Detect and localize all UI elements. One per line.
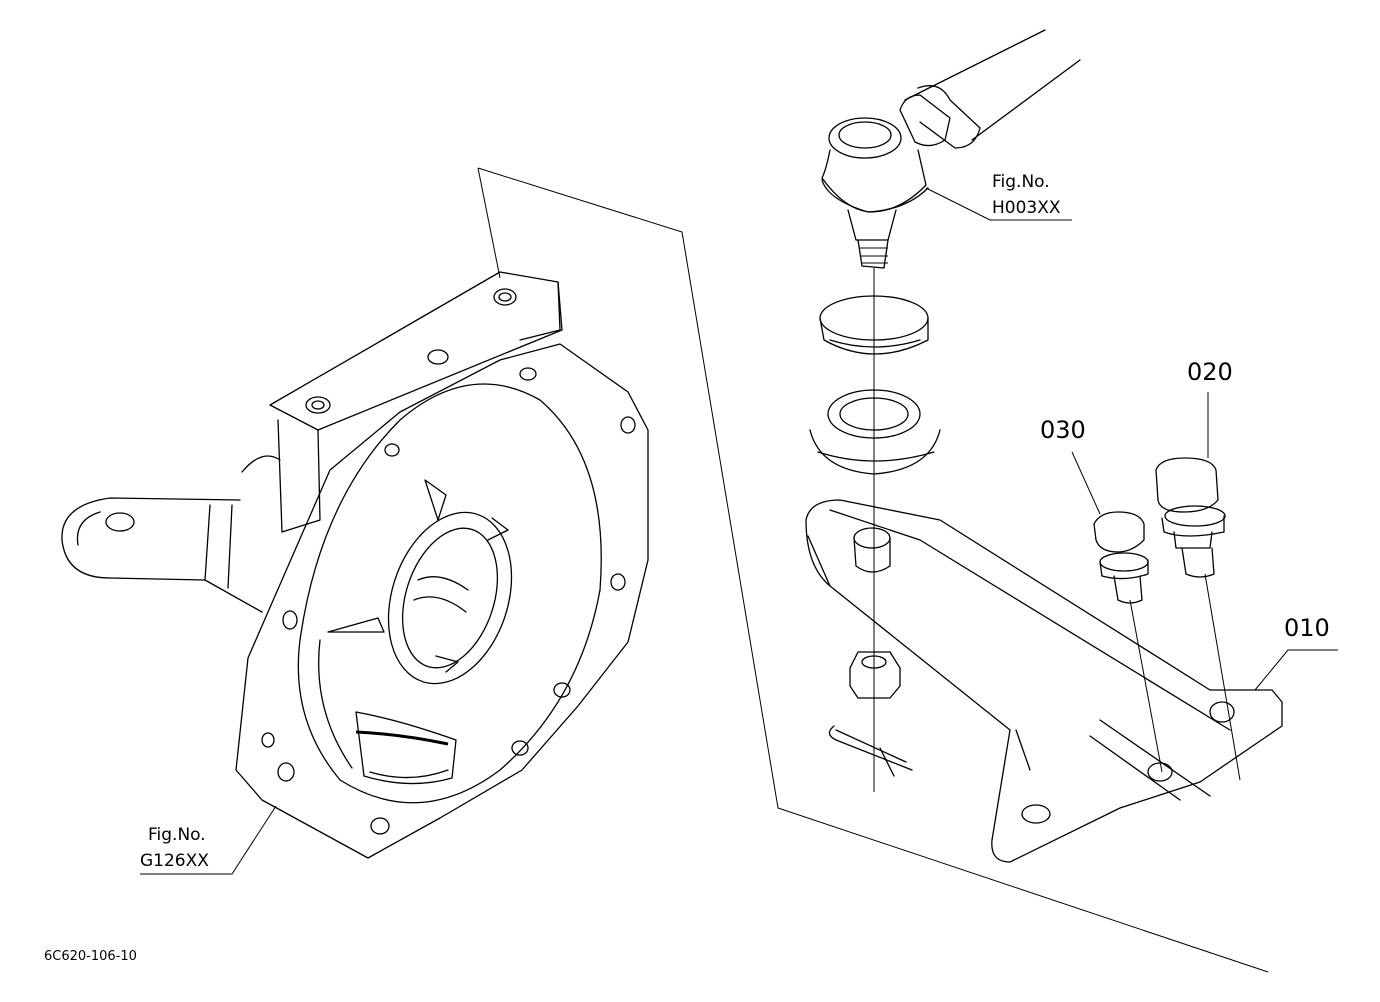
- callout-010: 010: [1284, 614, 1330, 642]
- assembly-connection-lines: [477, 167, 1269, 973]
- leader-lines: [140, 187, 1338, 875]
- callout-020: 020: [1187, 358, 1233, 386]
- fig-ref-h003-label: Fig.No.: [992, 172, 1050, 192]
- dust-cover-ring: [819, 295, 929, 355]
- tie-rod: [899, 29, 1081, 149]
- knuckle-housing: [61, 271, 649, 859]
- seal-ring: [809, 389, 941, 475]
- cotter-pin: [828, 725, 913, 777]
- callout-030: 030: [1040, 416, 1086, 444]
- castle-nut: [849, 651, 901, 699]
- fig-ref-g126-label: Fig.No.: [148, 825, 206, 845]
- bolt-020: [1155, 392, 1241, 781]
- tie-rod-end: [821, 117, 929, 269]
- steering-arm-010: [805, 499, 1283, 863]
- drawing-code: 6C620-106-10: [44, 949, 137, 964]
- bolt-030: [1071, 451, 1163, 773]
- fig-ref-h003-code: H003XX: [992, 198, 1061, 218]
- fig-ref-g126-code: G126XX: [140, 851, 209, 871]
